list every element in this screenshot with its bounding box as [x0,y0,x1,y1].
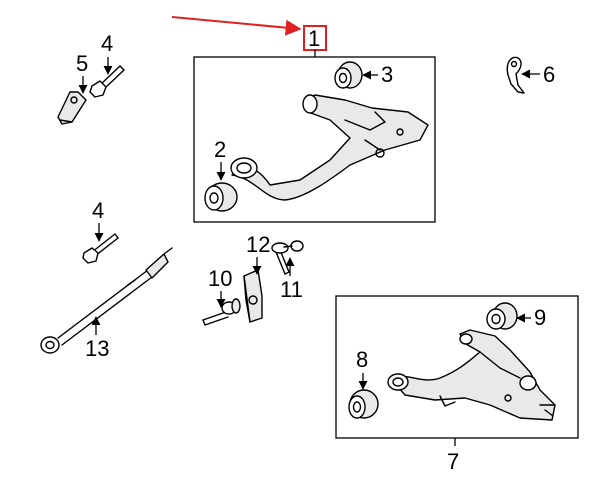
callout-7[interactable]: 7 [447,449,460,474]
highlight-arrow [171,16,302,36]
callout-8[interactable]: 8 [356,347,369,372]
callout-4-top[interactable]: 4 [101,31,114,56]
upper-arm-front-bushing [204,182,238,212]
cam-plate [243,269,263,323]
bolt-top [89,65,125,98]
callout-5[interactable]: 5 [76,51,89,76]
bolt-middle [82,233,119,264]
callout-6[interactable]: 6 [543,62,556,87]
callout-2[interactable]: 2 [214,137,227,162]
cam-bolt [271,240,304,275]
callout-9[interactable]: 9 [534,305,547,330]
adjuster-bolt [202,298,241,326]
upper-arm-frame [193,56,436,223]
callout-10[interactable]: 10 [208,266,233,291]
callout-4-middle[interactable]: 4 [92,198,105,223]
upper-arm-rear-bushing [334,61,363,89]
callout-11[interactable]: 11 [280,277,303,302]
upper-control-arm [230,94,429,201]
lower-arm-front-bushing [348,389,379,419]
lower-arm-frame [335,295,579,439]
lower-arm-rear-bushing [486,302,518,330]
callout-3[interactable]: 3 [381,62,394,87]
bracket [57,91,87,125]
callout-1[interactable]: 1 [308,26,321,51]
callout-13[interactable]: 13 [85,336,110,361]
trailing-link [40,247,173,354]
callout-12[interactable]: 12 [246,232,271,257]
clip [506,56,525,94]
lower-control-arm [387,329,556,421]
